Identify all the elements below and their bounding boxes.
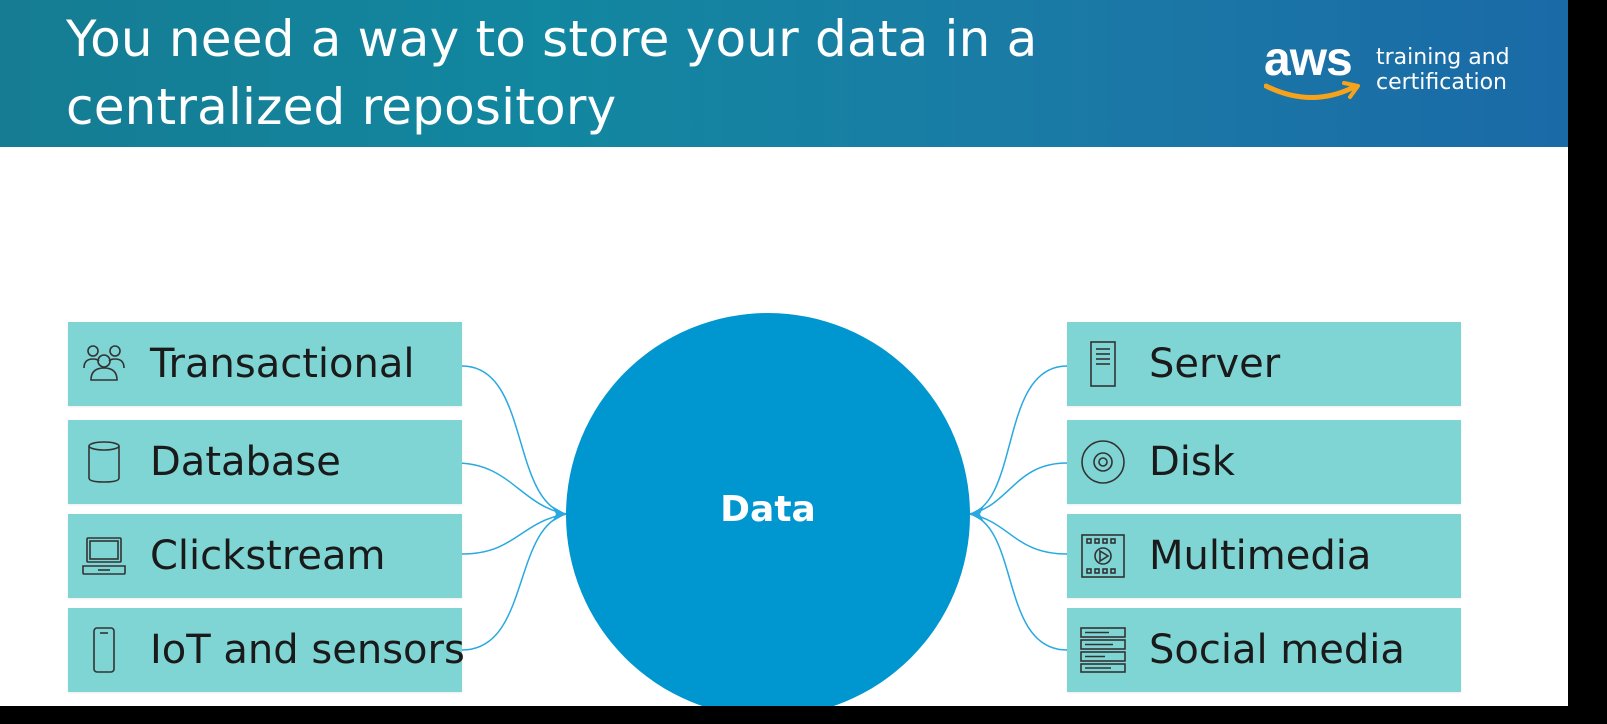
- tagline-line-1: training and: [1376, 45, 1510, 70]
- connector-multimedia: [969, 513, 1068, 555]
- aws-tagline: training and certification: [1376, 45, 1526, 95]
- source-box-iot: IoT and sensors: [68, 608, 465, 692]
- source-box-disk: Disk: [1067, 420, 1461, 504]
- header-banner: You need a way to store your data in a c…: [0, 0, 1568, 147]
- source-box-multimedia: Multimedia: [1067, 514, 1461, 598]
- source-label: Multimedia: [1149, 533, 1372, 579]
- mobile-device-icon: [93, 627, 115, 673]
- source-label: Database: [150, 439, 341, 485]
- slide-title-line-1: You need a way to store your data in a: [66, 10, 1038, 68]
- aws-smile-icon: [1264, 81, 1360, 100]
- tagline-line-2: certification: [1376, 70, 1507, 95]
- server-icon: [1090, 341, 1116, 387]
- source-box-clickstream: Clickstream: [68, 514, 462, 598]
- connector-transactional: [461, 365, 567, 515]
- database-icon: [88, 441, 120, 483]
- source-label: Clickstream: [150, 533, 386, 579]
- source-label: IoT and sensors: [150, 627, 465, 673]
- data-hub-label: Data: [720, 489, 816, 530]
- connector-server: [969, 365, 1068, 515]
- connector-lines: [455, 365, 1068, 651]
- source-box-server: Server: [1067, 322, 1461, 406]
- source-label: Social media: [1149, 627, 1405, 673]
- aws-logo-text: aws: [1264, 33, 1353, 86]
- slide-title-line-2: centralized repository: [66, 78, 617, 136]
- users-icon: [83, 345, 125, 381]
- connector-clickstream: [461, 513, 567, 555]
- disk-icon: [1081, 440, 1125, 484]
- connector-disk: [969, 462, 1068, 515]
- source-box-transactional: Transactional: [68, 322, 462, 406]
- aws-logo: aws: [1264, 30, 1368, 110]
- connector-social: [969, 513, 1068, 651]
- connector-database: [455, 462, 567, 515]
- slide: You need a way to store your data in a c…: [0, 0, 1568, 706]
- arrowhead-left-icon: [552, 506, 566, 522]
- source-box-database: Database: [68, 420, 462, 504]
- source-label: Disk: [1149, 439, 1235, 485]
- source-box-social-media: Social media: [1067, 608, 1461, 692]
- social-media-icon: [1080, 627, 1126, 673]
- source-label: Transactional: [150, 341, 415, 387]
- data-hub-circle: Data: [566, 313, 970, 706]
- multimedia-icon: [1081, 534, 1125, 578]
- source-label: Server: [1149, 341, 1281, 387]
- laptop-icon: [82, 537, 126, 575]
- connector-iot: [461, 513, 567, 651]
- arrowhead-right-icon: [970, 506, 984, 522]
